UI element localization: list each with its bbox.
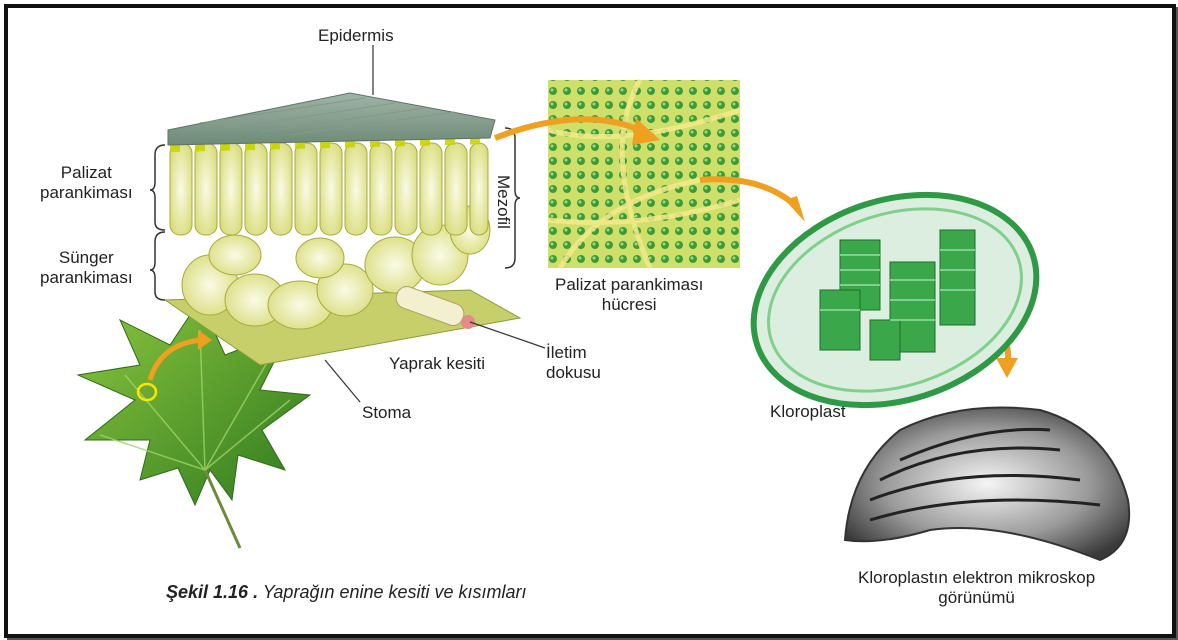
leaf-cross-section [165, 93, 520, 365]
label-stoma: Stoma [362, 403, 411, 423]
label-palizat-line2: parankiması [40, 183, 133, 203]
label-mezofil: Mezofil [493, 175, 513, 229]
label-sunger-line2: parankiması [40, 268, 133, 288]
electron-micrograph-image [845, 408, 1129, 561]
label-em-line1: Kloroplastın elektron mikroskop [858, 568, 1095, 588]
palisade-cell-image [548, 80, 740, 268]
label-palizat-cell-line2: hücresi [555, 295, 703, 315]
label-yaprak-kesiti: Yaprak kesiti [389, 354, 485, 374]
label-palizat-cell: Palizat parankiması hücresi [555, 275, 703, 315]
epidermis-layer [168, 93, 495, 145]
label-kloroplast: Kloroplast [770, 402, 846, 422]
label-palizat-cell-line1: Palizat parankiması [555, 275, 703, 295]
label-iletim-dokusu: İletim dokusu [546, 343, 601, 383]
label-iletim-line1: İletim [546, 343, 601, 363]
palisade-mesophyll [170, 140, 490, 235]
chloroplast-image [726, 160, 1064, 440]
figure-number: Şekil 1.16 . [166, 582, 258, 602]
label-sunger-parenchyma: Sünger parankiması [40, 248, 133, 288]
label-sunger-line1: Sünger [40, 248, 133, 268]
label-palizat-line1: Palizat [40, 163, 133, 183]
label-palizat-parenchyma: Palizat parankiması [40, 163, 133, 203]
label-epidermis: Epidermis [318, 26, 394, 46]
figure-caption: Şekil 1.16 . Yaprağın enine kesiti ve kı… [166, 582, 527, 603]
label-em-line2: görünümü [858, 588, 1095, 608]
label-electron-micrograph: Kloroplastın elektron mikroskop görünümü [858, 568, 1095, 608]
caption-text: Yaprağın enine kesiti ve kısımları [258, 582, 526, 602]
label-iletim-line2: dokusu [546, 363, 601, 383]
